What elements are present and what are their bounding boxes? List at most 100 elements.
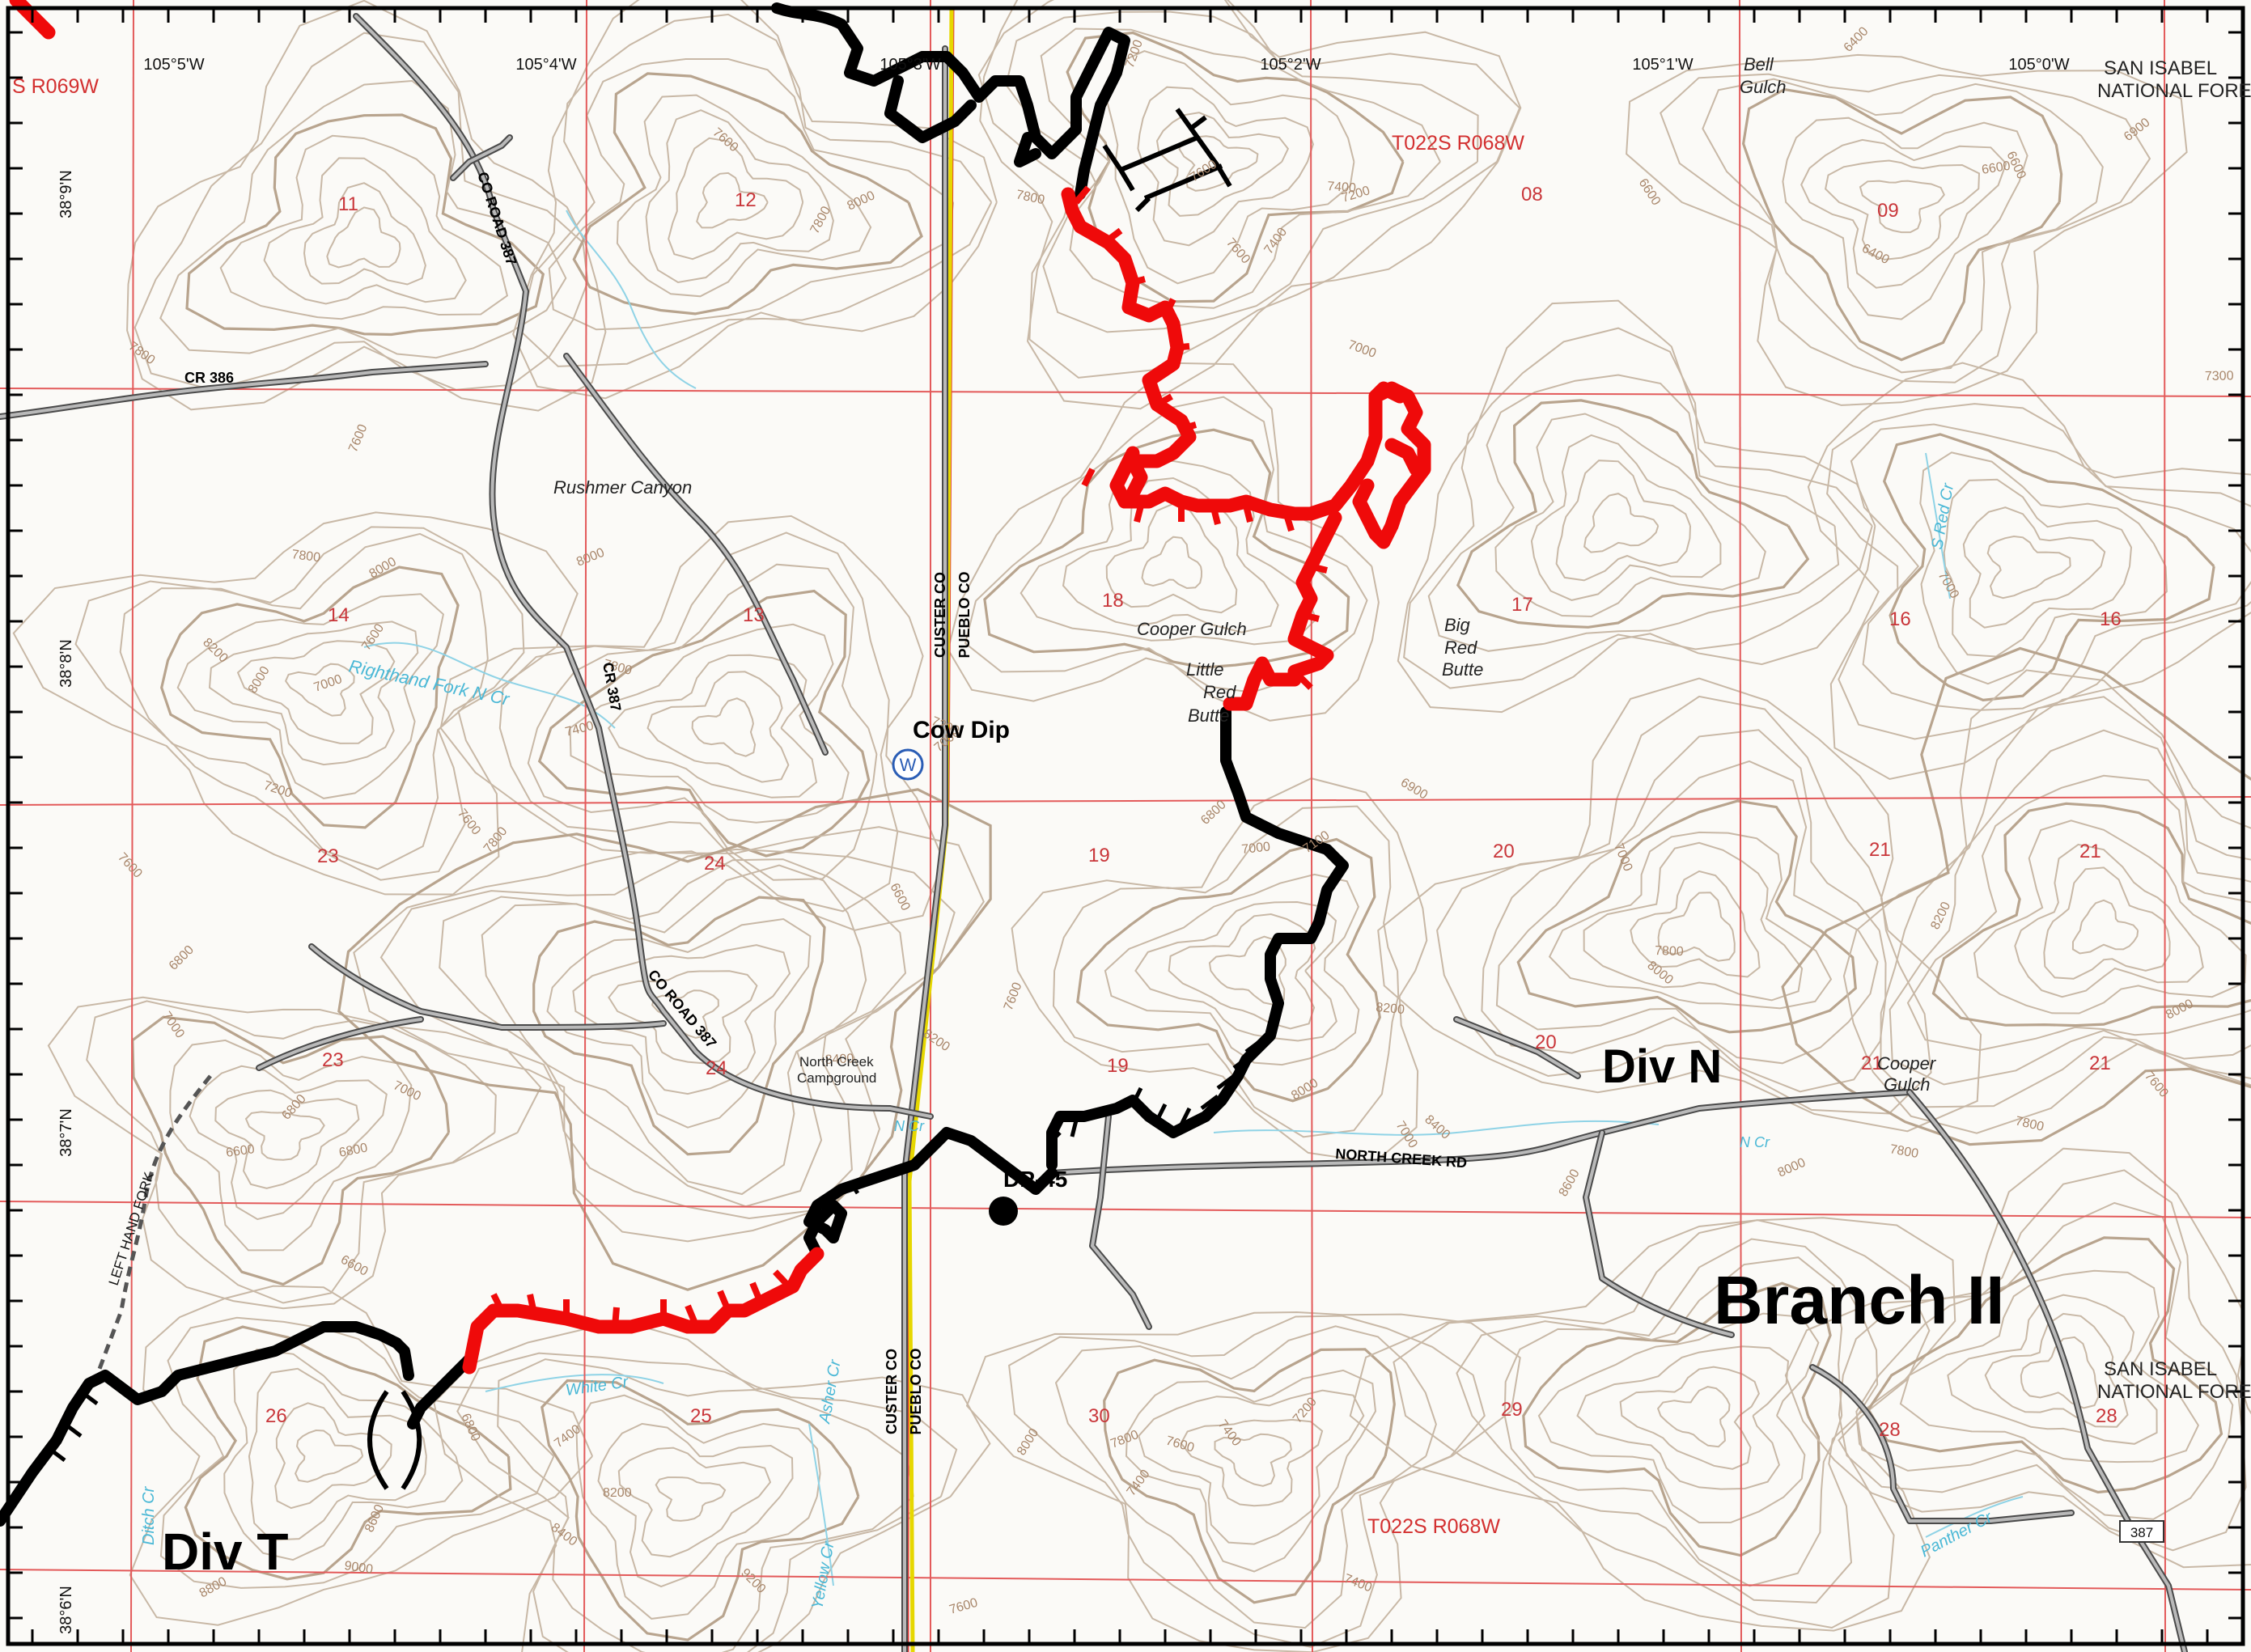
county-label-custer: CUSTER CO — [932, 572, 948, 658]
contour-line — [546, 917, 812, 1129]
contour-line — [184, 1325, 512, 1581]
elevation-label: 7000 — [1241, 840, 1271, 857]
roads — [0, 13, 2188, 1652]
contour-line — [86, 1000, 497, 1304]
contour-line — [1555, 460, 1691, 582]
latitude-label: 38°8'N — [57, 639, 75, 688]
contour-line — [651, 989, 719, 1039]
contour-line — [1516, 799, 1857, 1034]
latitude-label: 38°9'N — [57, 170, 75, 218]
longitude-label: 105°4'W — [515, 56, 576, 74]
contour-line — [1008, 1315, 1486, 1648]
contour-line — [964, 396, 1368, 693]
contour-line — [498, 532, 899, 913]
latitude-labels: 38°9'N 38°8'N 38°7'N 38°6'N — [57, 170, 75, 1634]
section-number: 23 — [322, 1049, 344, 1071]
contour-line — [223, 1348, 464, 1561]
contour-line — [236, 640, 396, 744]
section-number: 21 — [2079, 841, 2101, 862]
township-label: T022S R068W — [1392, 132, 1524, 155]
place-label-little-red: Little — [1186, 659, 1223, 680]
place-label-campground: North Creek — [799, 1054, 874, 1070]
place-label-big-red: Butte — [1442, 659, 1483, 680]
route-shield-387: 387 — [2119, 1520, 2164, 1543]
contour-line — [947, 362, 1380, 722]
contour-line — [691, 697, 757, 757]
section-number: 24 — [706, 1057, 727, 1079]
contour-line — [294, 1429, 364, 1483]
contour-line — [616, 94, 872, 298]
water-source-marker: W — [892, 748, 924, 781]
contour-line — [160, 565, 460, 829]
contour-line — [983, 428, 1350, 669]
contour-line — [433, 1324, 991, 1652]
contour-line — [2014, 843, 2204, 998]
section-number: 09 — [1877, 200, 1899, 222]
section-number: 20 — [1535, 1031, 1557, 1053]
longitude-label: 105°2'W — [1260, 56, 1321, 74]
contour-line — [1906, 774, 2251, 1052]
contour-line — [1899, 1269, 2200, 1464]
contour-line — [1134, 900, 1337, 1042]
contour-line — [696, 172, 769, 229]
place-label-big-red: Red — [1444, 638, 1477, 658]
contour-line — [965, 1311, 1521, 1652]
dozer-line-hatches — [47, 1038, 1264, 1462]
place-label-campground: Campground — [797, 1070, 876, 1086]
contour-line — [1919, 451, 2168, 685]
contour-line — [481, 864, 867, 1196]
township-label: S R069W — [12, 75, 99, 98]
contour-line — [1548, 831, 1833, 1010]
water-source-label: Cow Dip — [913, 717, 1010, 743]
section-number: 21 — [2089, 1053, 2111, 1074]
contour-line — [12, 511, 579, 896]
section-number: 18 — [1102, 590, 1124, 612]
contour-line — [129, 1285, 594, 1626]
township-label: T022S R068W — [1367, 1515, 1500, 1538]
contour-line — [1880, 696, 2251, 1108]
section-number: 24 — [704, 853, 726, 875]
place-label-cooper-gulch-2: Gulch — [1884, 1074, 1930, 1095]
route-shield-label: 387 — [2130, 1525, 2153, 1540]
elevation-label: 8200 — [603, 1486, 632, 1500]
section-number: 14 — [328, 604, 350, 626]
place-label-big-red: Big — [1444, 615, 1471, 635]
contour-line — [1180, 1418, 1324, 1507]
contour-line — [597, 1422, 794, 1588]
elevation-label: 7800 — [291, 548, 322, 565]
elevation-label: 6800 — [338, 1141, 369, 1159]
contour-line — [263, 157, 467, 305]
contour-line — [456, 1352, 958, 1652]
longitude-labels: 105°5'W 105°4'W 105°3'W 105°2'W 105°1'W … — [143, 56, 2069, 74]
contour-line — [2043, 866, 2171, 980]
feature-labels: Cow Dip DP-45 — [913, 717, 1067, 1192]
contour-line — [977, 0, 1521, 379]
section-number: 25 — [690, 1405, 712, 1427]
water-source-symbol: W — [900, 755, 917, 775]
contour-line — [1168, 913, 1316, 1030]
elevation-label: 8200 — [1376, 1001, 1405, 1017]
contour-line — [131, 1015, 451, 1286]
contour-line — [1984, 1312, 2129, 1428]
contour-line — [1807, 362, 2251, 781]
elevation-label: 7300 — [2205, 369, 2234, 383]
contour-line — [575, 1394, 821, 1620]
contour-line — [169, 1039, 413, 1252]
contour-line — [126, 0, 607, 412]
contour-line — [617, 1447, 772, 1558]
contour-line — [189, 1065, 388, 1221]
contour-line — [1850, 423, 2251, 711]
contour-line — [1522, 1281, 1832, 1557]
contour-line — [1782, 116, 2028, 320]
longitude-label: 105°5'W — [143, 56, 204, 74]
contour-line — [1882, 433, 2215, 702]
contour-line — [219, 134, 509, 320]
contour-line — [1020, 460, 1317, 646]
contour-line — [1397, 299, 1876, 714]
contour-line — [655, 1476, 727, 1522]
section-number: 21 — [1861, 1053, 1883, 1074]
forest-label: NATIONAL FOREST — [2097, 1381, 2251, 1403]
contour-line — [1214, 1433, 1292, 1487]
place-label-rushmer-canyon: Rushmer Canyon — [553, 477, 692, 498]
